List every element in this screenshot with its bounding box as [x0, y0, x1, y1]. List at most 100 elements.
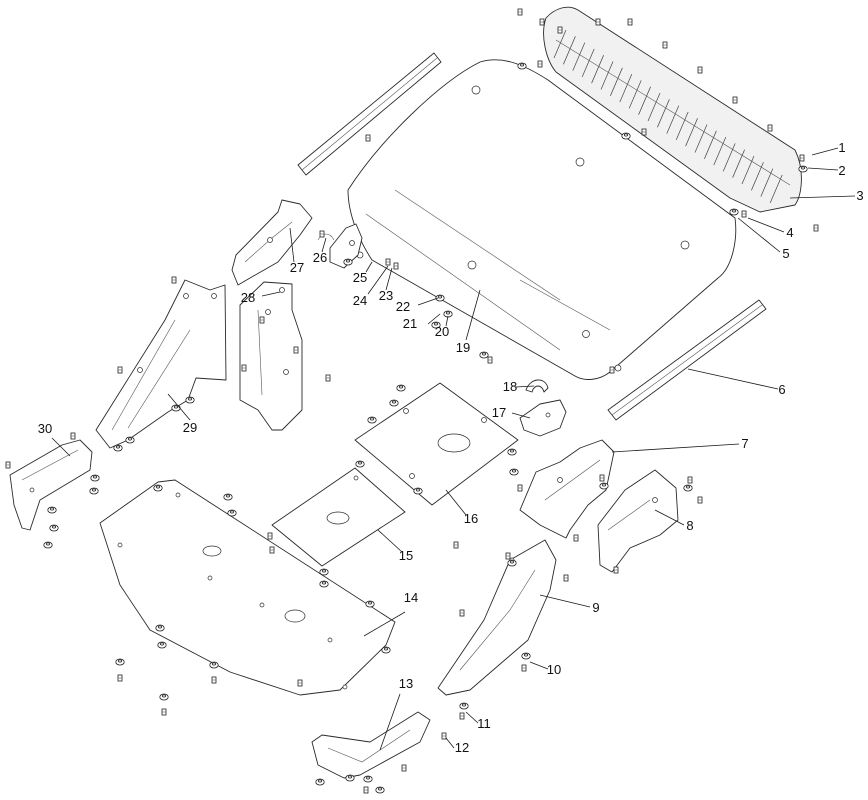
bolt-clip: [627, 18, 633, 26]
visor-rib: [638, 86, 651, 115]
callout-number: 30: [38, 421, 52, 436]
callout-number: 26: [313, 250, 327, 265]
washer-nut: [363, 775, 373, 783]
bolt-clip: [459, 609, 465, 617]
plate-16: [354, 382, 519, 506]
washer-nut: [683, 484, 693, 492]
bolt-clip: [609, 366, 615, 374]
visor-rib: [581, 48, 595, 78]
washer-nut: [435, 294, 445, 302]
panel-28: [239, 281, 303, 431]
washer-nut: [389, 399, 399, 407]
visor-rib: [675, 111, 689, 141]
bolt-clip: [517, 484, 523, 492]
plate-14: [99, 479, 396, 696]
bolt-clip: [259, 316, 265, 324]
leader-line: [385, 267, 393, 291]
bolt-clip: [363, 786, 369, 794]
callout-number: 25: [353, 270, 367, 285]
bolt-clip: [211, 676, 217, 684]
washer-nut: [507, 559, 517, 567]
leader-line: [289, 227, 295, 263]
washer-nut: [621, 132, 631, 140]
leader-line: [367, 265, 389, 295]
panel-9: [437, 539, 557, 696]
leader-line: [321, 237, 327, 253]
washer-nut: [171, 404, 181, 412]
bolt-clip: [521, 664, 527, 672]
washer-nut: [367, 416, 377, 424]
bolt-clip: [767, 124, 773, 132]
bolt-clip: [441, 732, 447, 740]
bolt-clip: [297, 679, 303, 687]
rear-visor: [543, 6, 802, 213]
hardware-fasteners: [5, 8, 819, 794]
leader-line: [807, 167, 839, 171]
bolt-clip: [365, 134, 371, 142]
bolt-clip: [573, 534, 579, 542]
bolt-clip: [70, 432, 76, 440]
leader-line: [427, 313, 441, 325]
callout-number: 28: [241, 290, 255, 305]
callout-number: 18: [503, 379, 517, 394]
visor-rib: [563, 36, 576, 65]
washer-nut: [375, 786, 385, 794]
leader-line: [654, 509, 685, 526]
bolt-clip: [517, 8, 523, 16]
bracket-26: [317, 223, 363, 269]
washer-nut: [159, 693, 169, 701]
bolt-clip: [599, 474, 605, 482]
visor-rib: [553, 29, 567, 59]
roof-panel: [347, 59, 737, 380]
washer-nut: [209, 661, 219, 669]
visor-rib: [657, 99, 670, 128]
panel-7: [519, 439, 615, 539]
visor-rib: [769, 174, 783, 204]
washer-nut: [319, 568, 329, 576]
bolt-clip: [5, 461, 11, 469]
washer-nut: [507, 448, 517, 456]
washer-nut: [90, 474, 100, 482]
washer-nut: [343, 258, 353, 266]
bolt-clip: [453, 541, 459, 549]
washer-nut: [345, 774, 355, 782]
bolt-clip: [595, 18, 601, 26]
callout-number: 16: [464, 511, 478, 526]
leader-line: [445, 315, 449, 327]
washer-nut: [413, 487, 423, 495]
washer-nut: [227, 509, 237, 517]
callout-number: 15: [399, 548, 413, 563]
washer-nut: [89, 487, 99, 495]
washer-nut: [355, 460, 365, 468]
visor-rib: [610, 67, 623, 96]
leader-line: [167, 393, 191, 421]
visor-rib: [713, 136, 727, 166]
callout-number: 17: [492, 405, 506, 420]
washer-nut: [155, 624, 165, 632]
leader-line: [539, 594, 591, 608]
callout-number: 1: [838, 140, 845, 155]
bracket-17: [519, 399, 567, 437]
washer-nut: [599, 482, 609, 490]
leader-line: [365, 261, 373, 273]
bolt-clip: [267, 532, 273, 540]
bolt-clip: [161, 708, 167, 716]
callout-number: 8: [686, 518, 693, 533]
bolt-clip: [641, 128, 647, 136]
washer-nut: [396, 384, 406, 392]
callout-number: 11: [477, 716, 491, 731]
washer-nut: [49, 524, 59, 532]
leader-line: [611, 443, 740, 453]
bolt-clip: [799, 154, 805, 162]
bolt-clip: [697, 66, 703, 74]
bracket-27: [231, 199, 313, 286]
leader-line: [511, 412, 531, 419]
leader-line: [687, 368, 779, 390]
leader-line: [789, 195, 856, 199]
leader-line: [379, 693, 401, 751]
washer-nut: [153, 484, 163, 492]
bolt-clip: [459, 712, 465, 720]
visor-rib: [572, 42, 586, 71]
callout-numbers: 1234567891011121314151617181920212223242…: [38, 140, 864, 755]
bolt-clip: [687, 476, 693, 484]
